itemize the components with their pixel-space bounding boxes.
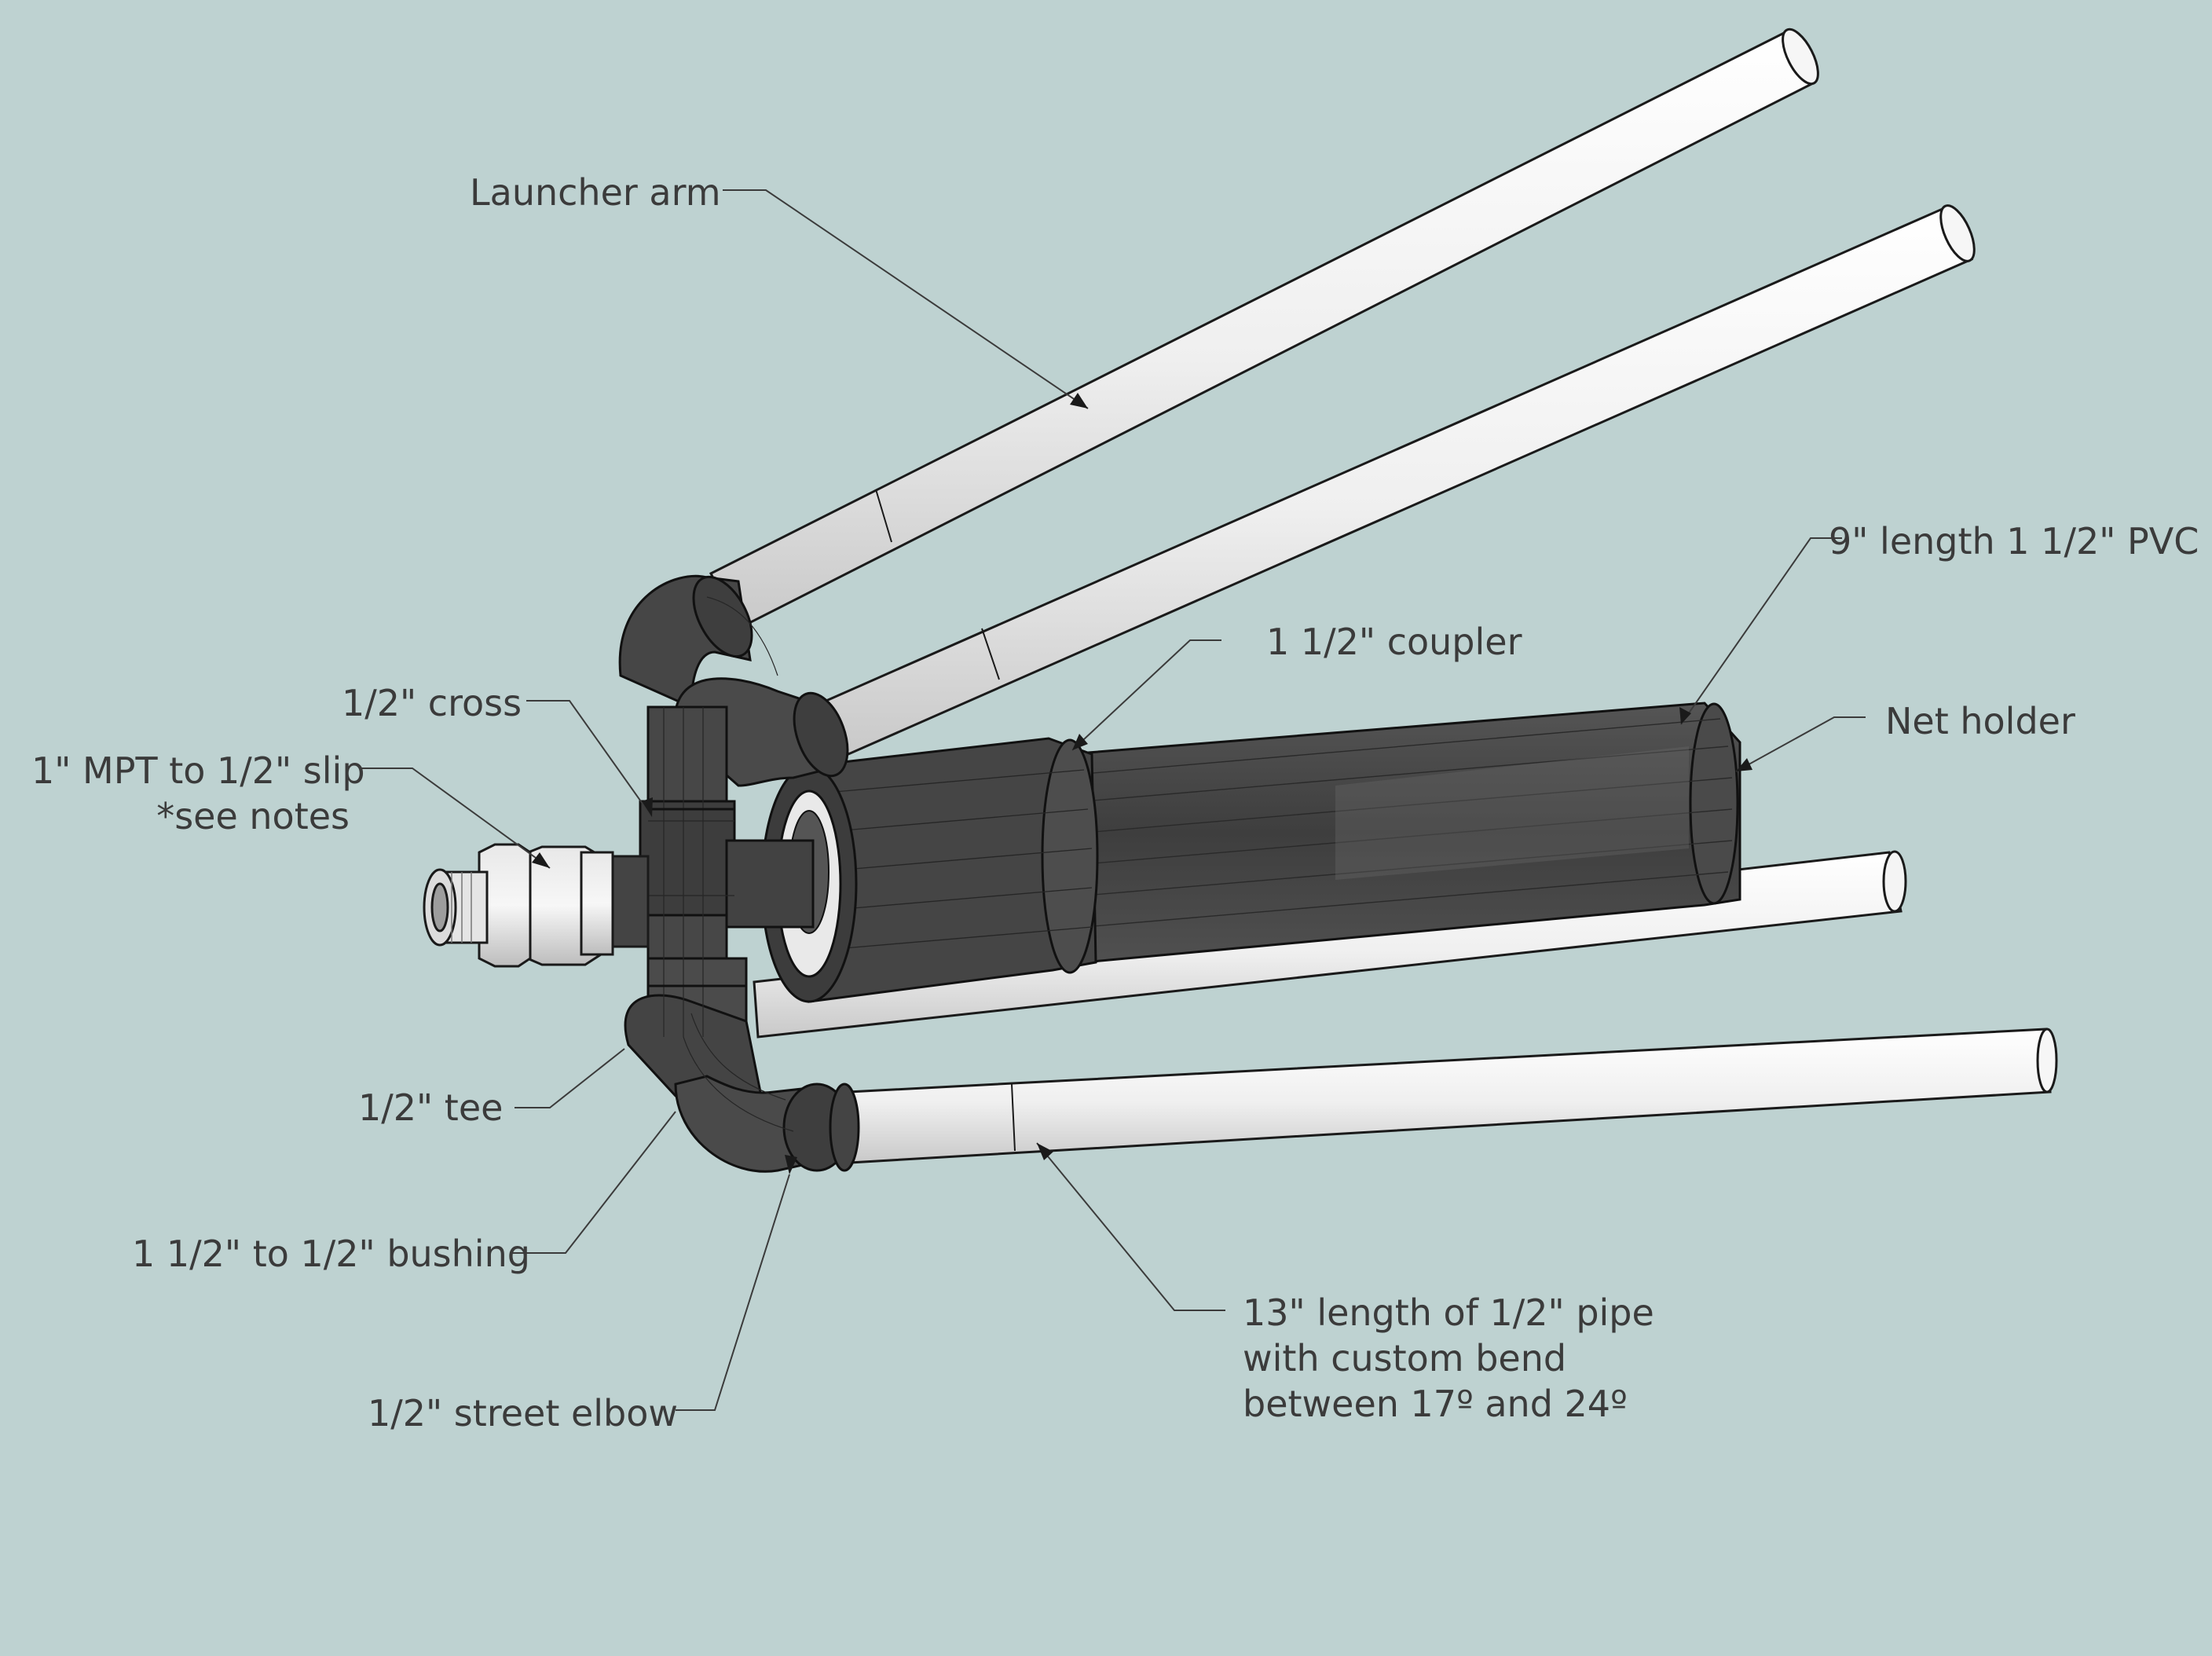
label-cross: 1/2" cross (342, 682, 522, 724)
mpt-adapter (423, 843, 650, 968)
label-launcher-arm: Launcher arm (470, 171, 721, 214)
label-bushing: 1 1/2" to 1/2" bushing (132, 1233, 530, 1275)
label-coupler: 1 1/2" coupler (1266, 621, 1522, 663)
bottom-front-pipe (847, 1028, 2058, 1164)
label-pipe-line1: 13" length of 1/2" pipe (1243, 1291, 1654, 1334)
label-pipe-line3: between 17º and 24º (1243, 1383, 1628, 1425)
label-mpt-slip: 1" MPT to 1/2" slip *see notes (31, 748, 365, 839)
label-tee: 1/2" tee (358, 1086, 504, 1129)
label-mpt-slip-line1: 1" MPT to 1/2" slip (31, 749, 365, 792)
label-pipe: 13" length of 1/2" pipe with custom bend… (1243, 1290, 1654, 1427)
net-holder-tube (1067, 702, 1741, 964)
leader-lines (361, 189, 1866, 1411)
label-mpt-slip-line2: *see notes (156, 795, 350, 837)
label-net-holder: Net holder (1885, 700, 2075, 742)
label-street-elbow: 1/2" street elbow (368, 1392, 679, 1434)
fittings-assembly (618, 574, 860, 1173)
label-pipe-line2: with custom bend (1243, 1337, 1567, 1379)
label-pvc-length: 9" length 1 1/2" PVC (1829, 520, 2199, 562)
leader-arrowheads (532, 393, 1752, 1174)
